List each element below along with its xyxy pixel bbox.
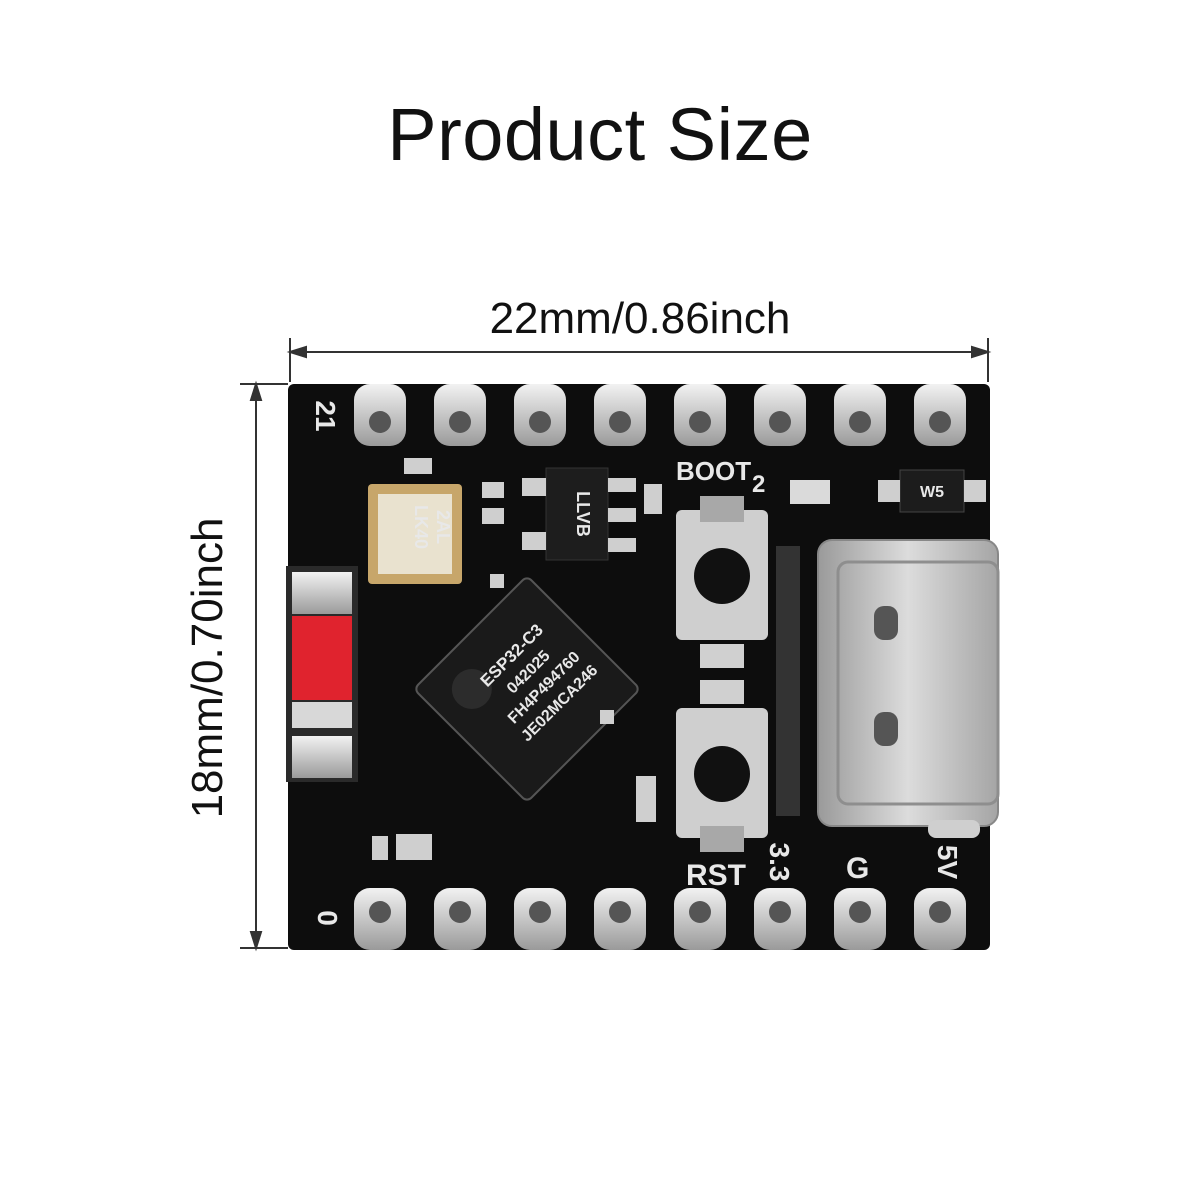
silk-boot: BOOT: [676, 456, 751, 486]
esp32-chip: ESP32-C3 042025 FH4P494760 JE02MCA246: [415, 577, 639, 801]
diode-text: W5: [920, 484, 944, 501]
pin-hole: [849, 901, 871, 923]
top-led: [790, 480, 830, 504]
pin-hole: [609, 411, 631, 433]
pin-hole: [369, 901, 391, 923]
width-dimension-line: [286, 338, 992, 382]
top-pin-row: [354, 384, 966, 446]
pin-hole: [929, 411, 951, 433]
pin-hole: [849, 411, 871, 433]
silk-rst: RST: [686, 859, 746, 892]
pin-hole: [769, 901, 791, 923]
pin-hole: [929, 901, 951, 923]
crystal-text-1: LK40: [411, 505, 431, 549]
pin-hole: [369, 411, 391, 433]
pcb: [288, 384, 990, 950]
silk-pin-0: 0: [312, 910, 343, 926]
page-title: Product Size: [387, 93, 813, 176]
silk-pin-21: 21: [310, 400, 341, 431]
width-dimension-label: 22mm/0.86inch: [489, 294, 791, 343]
silk-5v: 5V: [932, 845, 963, 880]
diode: W5: [878, 469, 986, 513]
smd-components: [372, 458, 662, 860]
crystal-text-2: 2AL: [433, 510, 453, 544]
small-led-2: [700, 680, 744, 704]
height-dimension-line: [240, 380, 288, 952]
pin-hole: [529, 901, 551, 923]
pin-hole: [449, 901, 471, 923]
pin-hole: [529, 411, 551, 433]
silk-3v3: 3.3: [764, 843, 795, 882]
pin-hole: [689, 901, 711, 923]
pin-hole: [609, 901, 631, 923]
pin-hole: [769, 411, 791, 433]
usb-c-connector: [776, 539, 1000, 838]
boot-button: [676, 496, 768, 640]
left-led-block: [286, 566, 358, 782]
bottom-pin-row: [354, 888, 966, 950]
silk-gnd: G: [846, 852, 869, 885]
silk-boot-num: 2: [752, 471, 765, 498]
pin-hole: [449, 411, 471, 433]
pin-hole: [689, 411, 711, 433]
crystal: LK40 2AL: [368, 484, 462, 584]
small-led: [700, 644, 744, 668]
rst-button: [676, 708, 768, 852]
regulator-text: LLVB: [573, 491, 593, 537]
regulator-chip: LLVB: [522, 467, 636, 561]
